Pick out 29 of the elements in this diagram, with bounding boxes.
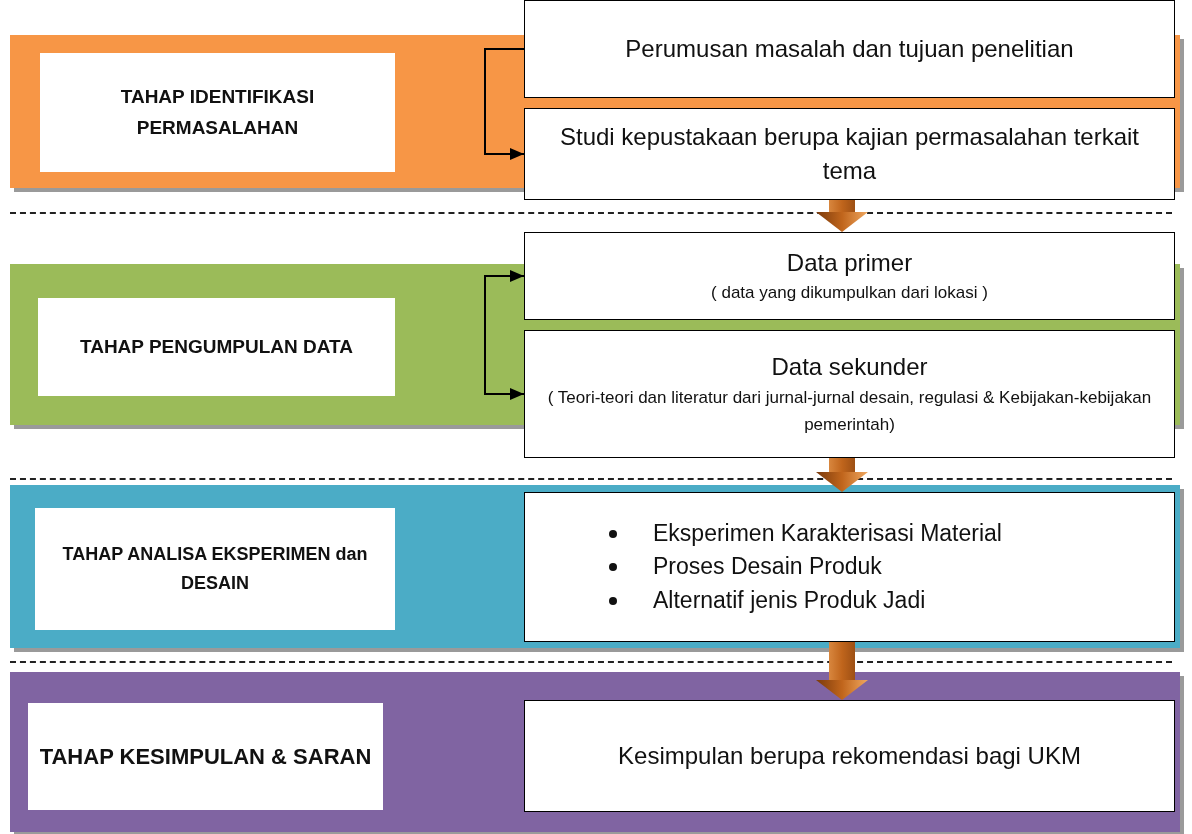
box-subtext: ( data yang dikumpulkan dari lokasi ): [711, 282, 988, 305]
process-box: [524, 232, 1175, 320]
process-box: [524, 492, 1175, 642]
block-arrow: [816, 200, 868, 232]
box-text: Data sekunder: [771, 352, 928, 382]
bullet-item: Eksperimen Karakterisasi Material: [605, 517, 1154, 551]
stage-label-box: [40, 53, 395, 172]
block-arrow: [816, 458, 868, 492]
box-text: Perumusan masalah dan tujuan penelitian: [625, 34, 1074, 65]
stage-label-box: [35, 508, 395, 630]
box-text: Data primer: [786, 247, 913, 278]
process-box: [524, 330, 1175, 458]
block-arrow: [816, 642, 868, 700]
connector-arrow: [484, 270, 525, 400]
process-box: [524, 108, 1175, 200]
stage-label-box: [28, 703, 383, 810]
stage-title: TAHAP PENGUMPULAN DATA: [79, 334, 353, 359]
connector-arrow: [484, 48, 525, 160]
stage-title: TAHAP ANALISA EKSPERIMEN dan DESAIN: [61, 543, 369, 595]
process-box: [524, 0, 1175, 98]
box-text: Kesimpulan berupa rekomendasi bagi UKM: [618, 741, 1081, 772]
stage-label-box: [38, 298, 395, 396]
stage-title: TAHAP IDENTIFIKASI PERMASALAHAN: [119, 85, 316, 140]
box-subtext: ( Teori-teori dan literatur dari jurnal-jurnal desain, regulasi & Kebijakan-kebijakan pemerintah): [546, 386, 1153, 436]
bullet-item: Proses Desain Produk: [605, 550, 1154, 584]
box-text: Studi kepustakaan berupa kajian permasalahan terkait tema: [558, 122, 1140, 186]
bullet-item: Alternatif jenis Produk Jadi: [605, 583, 1154, 617]
process-box: [524, 700, 1175, 812]
stage-title: TAHAP KESIMPULAN & SARAN: [39, 742, 372, 771]
